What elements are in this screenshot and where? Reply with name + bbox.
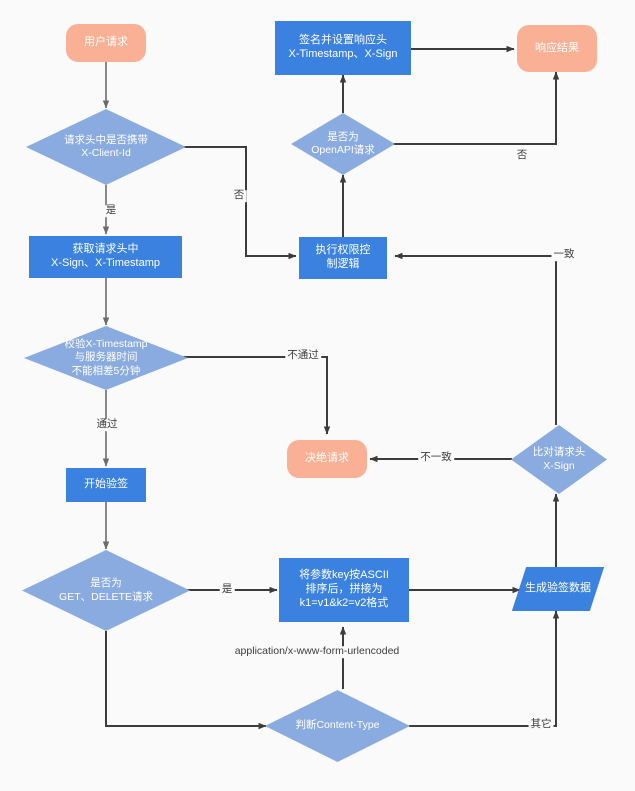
node-compare-x-sign[interactable]: 比对请求头 X-Sign (511, 425, 607, 494)
node-user-request-label: 用户请求 (84, 36, 128, 49)
edge-content-type-other-to-generate-sign (409, 610, 560, 727)
edge-match-to-permission (394, 252, 557, 425)
edge-label-yes-client-id: 是 (103, 204, 119, 217)
node-reject-request-label: 决绝请求 (305, 452, 349, 465)
edge-openapi-no-to-response (390, 71, 560, 145)
node-is-openapi-label: 是否为 OpenAPI请求 (311, 130, 375, 156)
node-compare-x-sign-label: 比对请求头 X-Sign (532, 446, 586, 472)
node-is-get-delete[interactable]: 是否为 GET、DELETE请求 (22, 550, 190, 631)
edge-label-other-content-type: 其它 (528, 718, 554, 731)
node-sort-params-label: 将参数key按ASCII 排序后，拼接为 k1=v1&k2=v2格式 (299, 569, 389, 609)
node-response-result-label: 响应结果 (535, 41, 579, 54)
edge-label-form-urlencoded: application/x-www-form-urlencoded (232, 645, 402, 658)
node-user-request[interactable]: 用户请求 (66, 24, 146, 62)
node-generate-sign-data-label: 生成验签数据 (525, 582, 591, 595)
node-is-get-delete-label: 是否为 GET、DELETE请求 (59, 577, 153, 603)
node-get-headers-label: 获取请求头中 X-Sign、X-Timestamp (50, 243, 160, 269)
node-sign-and-set-headers[interactable]: 签名并设置响应头 X-Timestamp、X-Sign (275, 21, 411, 75)
edge-label-yes-get-delete: 是 (219, 583, 235, 596)
node-permission-logic[interactable]: 执行权限控 制逻辑 (299, 237, 387, 279)
node-verify-timestamp-label: 校验X-Timestamp 与服务器时间 不能相差5分钟 (64, 338, 148, 377)
node-start-verify-sign-label: 开始验签 (84, 478, 128, 491)
node-sign-and-set-headers-label: 签名并设置响应头 X-Timestamp、X-Sign (288, 34, 398, 60)
node-start-verify-sign[interactable]: 开始验签 (66, 468, 146, 502)
node-judge-content-type[interactable]: 判断Content-Type (265, 690, 410, 762)
edge-label-pass-timestamp: 通过 (94, 418, 120, 431)
node-has-client-id[interactable]: 请求头中是否携带 X-Client-Id (26, 109, 186, 185)
node-verify-timestamp[interactable]: 校验X-Timestamp 与服务器时间 不能相差5分钟 (24, 326, 188, 390)
edge-fail-timestamp-to-reject (174, 356, 331, 435)
node-response-result[interactable]: 响应结果 (517, 25, 597, 72)
node-permission-logic-label: 执行权限控 制逻辑 (315, 244, 371, 270)
edge-label-no-client-id: 否 (231, 189, 247, 202)
node-reject-request[interactable]: 决绝请求 (287, 440, 367, 478)
edge-label-no-openapi: 否 (514, 149, 530, 162)
node-has-client-id-label: 请求头中是否携带 X-Client-Id (64, 133, 148, 159)
node-judge-content-type-label: 判断Content-Type (295, 719, 380, 732)
node-sort-params[interactable]: 将参数key按ASCII 排序后，拼接为 k1=v1&k2=v2格式 (279, 558, 409, 622)
node-get-headers[interactable]: 获取请求头中 X-Sign、X-Timestamp (29, 236, 182, 278)
node-is-openapi[interactable]: 是否为 OpenAPI请求 (291, 113, 395, 175)
node-generate-sign-data[interactable]: 生成验签数据 (511, 567, 605, 611)
edge-label-fail-timestamp: 不通过 (285, 349, 321, 362)
edge-label-mismatch: 不一致 (418, 451, 454, 464)
edge-label-match: 一致 (551, 248, 577, 261)
